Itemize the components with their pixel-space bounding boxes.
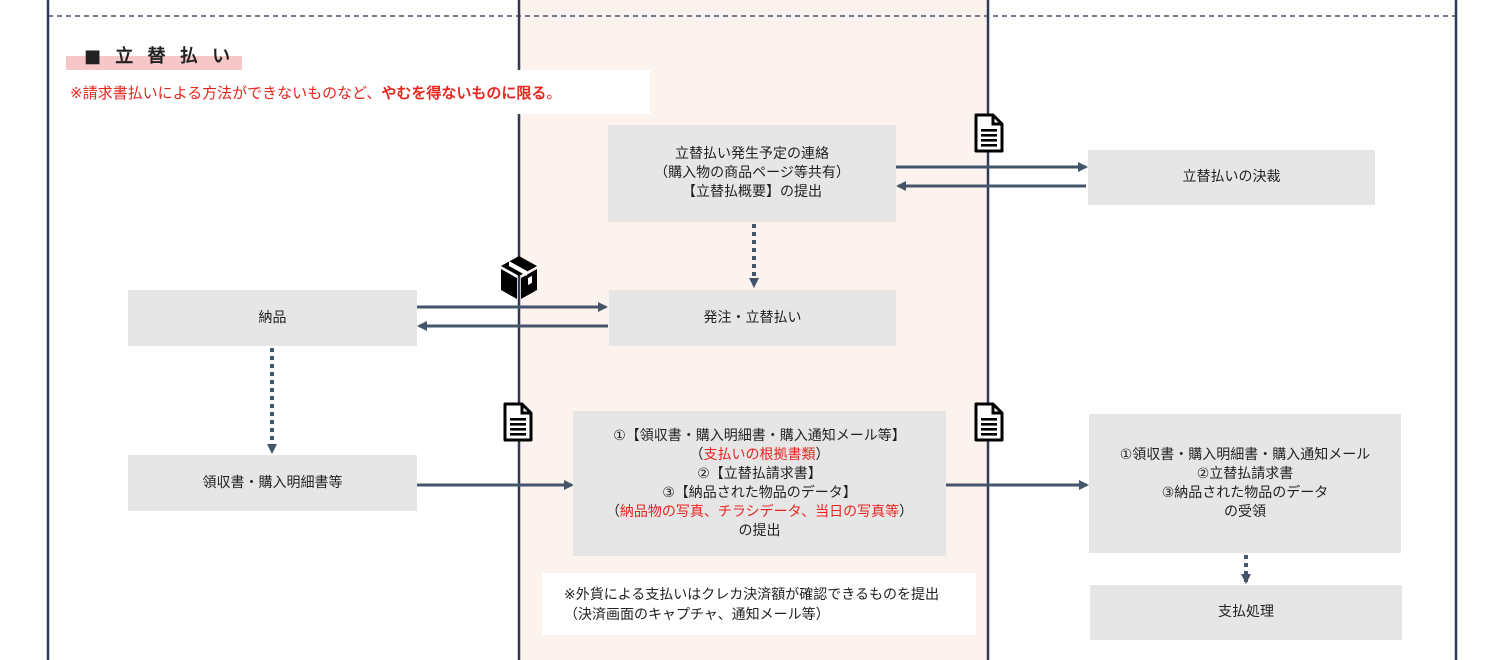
submission-line-2-open: （ <box>689 446 704 463</box>
delivery-label: 納品 <box>258 309 287 326</box>
foreign-note-line-1: ※外貨による支払いはクレカ決済額が確認できるものを提出 <box>564 587 940 603</box>
box-delivery: 納品 <box>128 290 417 346</box>
contact-line-3: 【立替払概要】の提出 <box>681 184 822 200</box>
submission-line-5-red: 納品物の写真、チラシデータ、当日の写真等 <box>619 503 900 520</box>
order-label: 発注・立替払い <box>703 309 802 326</box>
submission-line-2: （支払いの根拠書類） <box>606 446 913 465</box>
document-icon <box>974 113 1004 153</box>
received-line-3: ③納品された物品のデータ <box>1161 484 1329 501</box>
submission-line-4: ③【納品された物品のデータ】 <box>662 484 857 501</box>
submission-line-5: （納品物の写真、チラシデータ、当日の写真等） <box>606 503 913 522</box>
contact-line-2: （購入物の商品ページ等共有） <box>654 165 850 181</box>
receipt-label: 領収書・購入明細書等 <box>202 474 343 491</box>
submission-line-2-close: ） <box>815 446 830 463</box>
box-submission: ①【領収書・購入明細書・購入通知メール等】 （支払いの根拠書類） ②【立替払請求… <box>573 411 946 556</box>
title-highlight-bar <box>66 56 242 70</box>
approval-label: 立替払いの決裁 <box>1182 169 1281 185</box>
box-received: ①領収書・購入明細書・購入通知メール ②立替払請求書 ③納品された物品のデータ … <box>1089 414 1401 553</box>
foreign-currency-note: ※外貨による支払いはクレカ決済額が確認できるものを提出 （決済画面のキャプチャ、… <box>542 573 976 635</box>
submission-line-1: ①【領収書・購入明細書・購入通知メール等】 <box>613 427 906 444</box>
box-receipt: 領収書・購入明細書等 <box>128 455 417 511</box>
payment-label: 支払処理 <box>1218 604 1274 620</box>
restriction-note-suffix: 。 <box>546 84 562 102</box>
box-contact: 立替払い発生予定の連絡 （購入物の商品ページ等共有） 【立替払概要】の提出 <box>608 125 896 222</box>
section-title: ■ 立 替 払 い <box>84 46 235 67</box>
received-line-4: の受領 <box>1224 503 1266 520</box>
restriction-note-emphasis: やむを得ないものに限る <box>381 84 547 102</box>
box-approval: 立替払いの決裁 <box>1088 150 1375 205</box>
document-icon <box>974 402 1004 442</box>
submission-line-5-close: ） <box>899 503 914 520</box>
submission-line-6: の提出 <box>738 522 781 539</box>
box-payment: 支払処理 <box>1090 585 1402 640</box>
restriction-note: ※請求書払いによる方法ができないものなど、やむを得ないものに限る。 <box>66 70 650 114</box>
foreign-note-line-2: （決済画面のキャプチャ、通知メール等） <box>564 607 830 623</box>
received-line-1: ①領収書・購入明細書・購入通知メール <box>1119 446 1371 463</box>
submission-line-3: ②【立替払請求書】 <box>697 465 822 482</box>
package-icon <box>501 256 537 299</box>
submission-line-2-red: 支払いの根拠書類 <box>703 446 816 463</box>
box-order: 発注・立替払い <box>609 290 896 346</box>
received-line-2: ②立替払請求書 <box>1196 465 1294 482</box>
contact-line-1: 立替払い発生予定の連絡 <box>674 146 829 162</box>
submission-line-5-open: （ <box>605 503 620 520</box>
document-icon <box>503 402 533 442</box>
restriction-note-text: ※請求書払いによる方法ができないものなど、 <box>70 84 382 102</box>
